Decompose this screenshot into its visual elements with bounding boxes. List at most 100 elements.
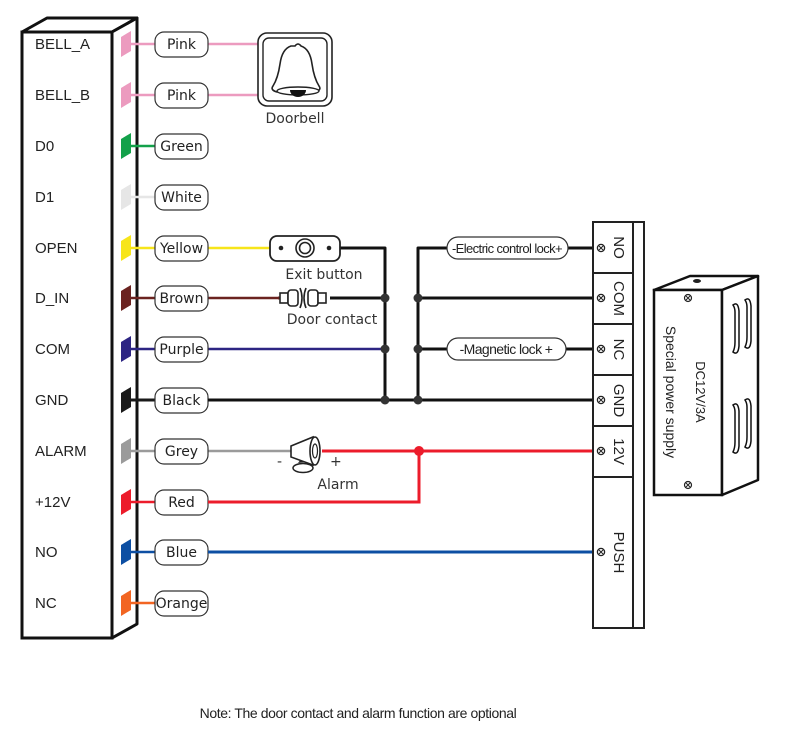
wire-connector — [121, 489, 131, 515]
pin-label: ALARM — [35, 443, 87, 460]
wire-color-label: Pink — [167, 37, 197, 53]
exit-button-label: Exit button — [285, 267, 362, 283]
pin-row: BELL_A Pink — [35, 31, 258, 58]
wire-color-label: Grey — [165, 444, 198, 460]
pin-row: ALARM Grey — [35, 438, 291, 465]
pin-row: D0 Green — [35, 133, 209, 160]
magnetic-lock-label: -Magnetic lock + — [460, 341, 553, 357]
magnetic-lock-pill — [446, 337, 567, 361]
wire-color-label: Green — [160, 139, 202, 155]
pin-label: D_IN — [35, 290, 69, 307]
alarm-minus-label: - — [277, 454, 282, 470]
terminal-label: NC — [610, 339, 627, 361]
psu-name: Special power supply — [663, 326, 679, 458]
wire-connector — [121, 387, 131, 413]
electric-lock: -Electric control lock+ — [446, 236, 569, 260]
junction-dot — [413, 344, 423, 354]
doorbell-label: Doorbell — [266, 111, 325, 127]
junction-dot — [413, 293, 423, 303]
screw-icon — [596, 547, 606, 557]
siren-icon — [290, 435, 321, 474]
terminal-block-rail — [632, 221, 645, 629]
wire-connector — [121, 235, 131, 261]
wire-color-pill — [154, 438, 209, 465]
terminal: GND — [593, 374, 633, 418]
red-wiring — [208, 446, 598, 504]
wire-color-label: Purple — [159, 342, 203, 358]
wire-color-pill — [154, 184, 209, 211]
pin-label: BELL_B — [35, 87, 90, 104]
terminal: NO — [596, 236, 627, 259]
wire-color-pill — [154, 235, 209, 262]
wire-connector — [121, 590, 131, 616]
wire-color-pill — [154, 133, 209, 160]
screw-icon — [278, 245, 284, 251]
screw-icon — [596, 344, 606, 354]
junction-dot — [413, 395, 423, 405]
pin-label: D0 — [35, 138, 54, 155]
pin-label: BELL_A — [35, 36, 90, 53]
screw-icon — [326, 245, 332, 251]
pin-row: BELL_B Pink — [35, 82, 258, 109]
wire-color-label: Pink — [167, 88, 197, 104]
controller-side-face — [110, 16, 139, 640]
wire-color-pill — [154, 82, 209, 109]
screw-icon — [683, 480, 693, 490]
alarm-device: - + Alarm — [277, 435, 359, 493]
controller-unit — [20, 16, 139, 640]
wire-connector — [121, 31, 131, 57]
magnetic-lock: -Magnetic lock + — [446, 337, 567, 361]
screw-icon — [596, 395, 606, 405]
terminal-label: NO — [610, 236, 627, 259]
screw-icon — [683, 293, 693, 303]
door-contact-device: Door contact — [278, 287, 378, 328]
pin-label: GND — [35, 392, 69, 409]
pin-label: NO — [35, 544, 58, 561]
pin-row: D_IN Brown — [35, 285, 280, 312]
terminal: PUSH — [593, 476, 633, 574]
wire-connector — [121, 82, 131, 108]
pin-label: COM — [35, 341, 70, 358]
controller-front-face — [20, 30, 114, 640]
pin-label: OPEN — [35, 240, 78, 257]
power-supply-unit: DC12V/3A Special power supply — [652, 274, 760, 497]
terminal-label: 12V — [610, 438, 627, 465]
vent-slots — [731, 298, 752, 454]
wire-connector — [121, 438, 131, 464]
screw-icon — [596, 446, 606, 456]
wire-connector — [121, 539, 131, 565]
psu-side-face — [720, 274, 760, 497]
alarm-label: Alarm — [317, 477, 358, 493]
terminal-label: PUSH — [610, 532, 627, 574]
junction-dot-red — [414, 446, 424, 456]
pin-label: D1 — [35, 189, 54, 206]
electric-lock-label: -Electric control lock+ — [452, 241, 562, 256]
wire-color-label: Orange — [156, 596, 208, 612]
wire-connector — [121, 336, 131, 362]
psu-rating: DC12V/3A — [693, 361, 708, 423]
black-bus-wiring — [208, 246, 598, 405]
bell-icon — [271, 43, 321, 97]
wire-color-label: Blue — [166, 545, 197, 561]
pin-row: COM Purple — [35, 336, 385, 363]
alarm-plus-label: + — [330, 454, 342, 470]
junction-dot — [380, 344, 390, 354]
psu-front-face — [652, 288, 724, 497]
electric-lock-pill — [446, 236, 569, 260]
wire-connector — [121, 184, 131, 210]
footnote: Note: The door contact and alarm functio… — [200, 705, 517, 721]
door-contact-label: Door contact — [287, 312, 378, 328]
terminal: NC — [593, 323, 633, 361]
wire-color-label: Brown — [160, 291, 204, 307]
terminal: 12V — [593, 425, 633, 465]
terminal-label: GND — [610, 384, 627, 418]
